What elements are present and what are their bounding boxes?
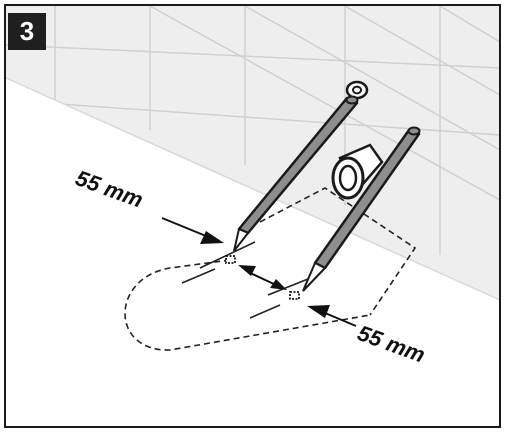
diagram-frame	[4, 4, 501, 428]
drain-pipe-icon	[331, 143, 384, 200]
drill-mark	[289, 291, 300, 300]
step-number-badge: 3	[8, 13, 46, 50]
pencil-icon	[302, 126, 421, 292]
arrow-icon	[307, 305, 357, 327]
wall-flange-icon	[345, 80, 369, 100]
pencil-icon	[233, 95, 359, 252]
arrow-icon	[161, 217, 224, 244]
wall-floor-joint	[5, 77, 501, 301]
arrow-icon	[238, 265, 287, 290]
drill-mark	[225, 255, 236, 264]
bathroom-floor	[6, 78, 500, 425]
